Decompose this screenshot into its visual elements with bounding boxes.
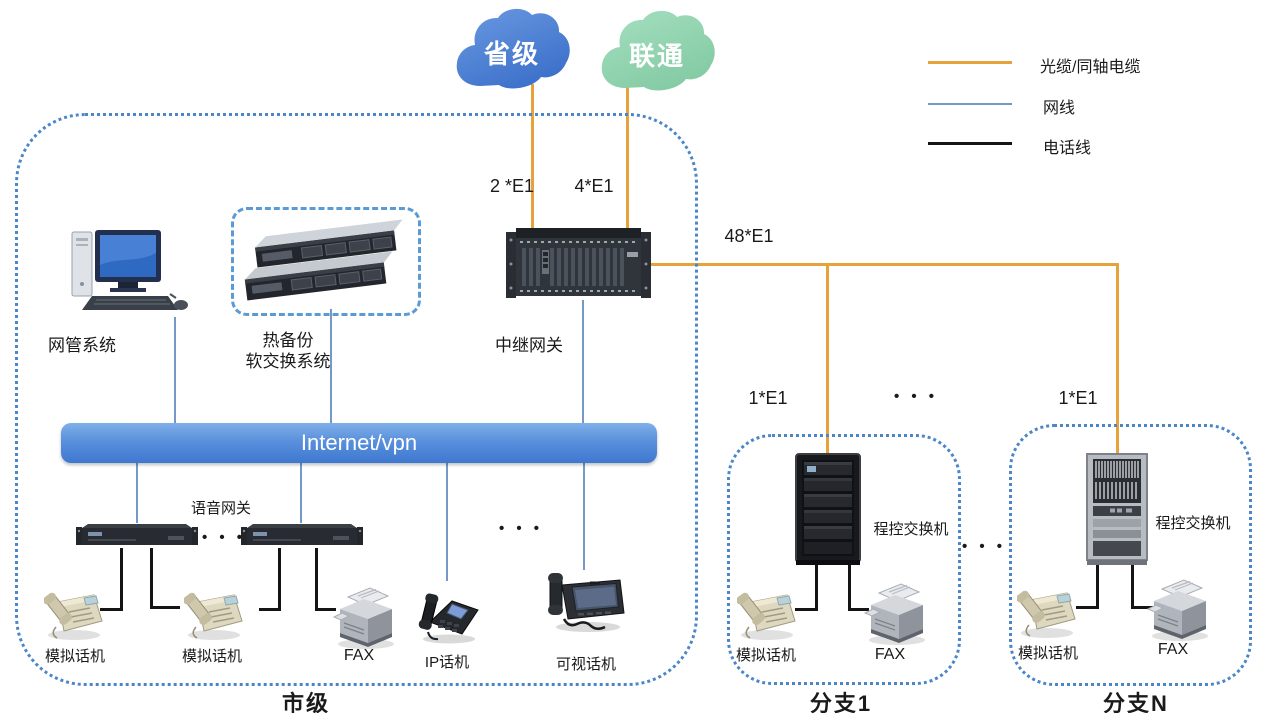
- label-branchN-fax: FAX: [1157, 641, 1189, 658]
- link-bar-to-videophone: [583, 462, 585, 570]
- tel-b1-fax-v: [848, 565, 851, 611]
- trunk-gateway-device: [506, 228, 651, 302]
- tel-vgw2-fax-h: [315, 608, 336, 611]
- tel-bN-fax-h: [1131, 606, 1153, 609]
- branch1-region-box: [727, 434, 961, 685]
- dots-branches-top: • • •: [893, 388, 939, 405]
- label-city-region: 市级: [281, 691, 331, 713]
- label-48e1: 48*E1: [724, 226, 774, 246]
- link-bar-to-vgw1: [136, 462, 138, 523]
- softswitch-servers: [240, 219, 412, 305]
- fax-machine-city: [328, 583, 398, 650]
- hot-backup-box: [231, 207, 421, 316]
- label-analog-phone-2: 模拟话机: [181, 648, 243, 665]
- link-nms-to-bar: [174, 317, 176, 424]
- analog-phone-1: [44, 585, 108, 642]
- internet-vpn-bar: Internet/vpn: [61, 423, 657, 463]
- tel-bN-phone-h: [1076, 606, 1099, 609]
- link-48e1-horizontal: [648, 263, 1119, 266]
- label-voice-gateway: 语音网关: [190, 500, 252, 517]
- label-analog-phone-1: 模拟话机: [44, 648, 106, 665]
- label-4e1: 4*E1: [574, 176, 614, 196]
- label-branch1-phone: 模拟话机: [735, 647, 797, 664]
- label-ip-phone: IP话机: [424, 654, 470, 671]
- ip-phone: [416, 586, 482, 645]
- dots-branches-mid: • • •: [961, 538, 1007, 555]
- label-2e1: 2 *E1: [489, 176, 535, 196]
- label-nms: 网管系统: [48, 336, 116, 355]
- dots-city-phones: • • •: [498, 520, 544, 537]
- tel-vgw2-phone2-h: [259, 608, 281, 611]
- tel-vgw1-phone2-v: [150, 548, 153, 609]
- branchN-region-box: [1009, 424, 1252, 686]
- branchN-analog-phone: [1017, 583, 1081, 640]
- tel-bN-fax-v: [1131, 565, 1134, 609]
- link-provincial-to-trunk: [531, 84, 534, 232]
- cloud-unicom-shape: [601, 10, 715, 91]
- branch1-analog-phone: [737, 585, 801, 642]
- label-branch1-fax: FAX: [874, 646, 906, 663]
- branchN-pbx-rack: [1086, 452, 1149, 567]
- tel-vgw2-phone2-v: [278, 548, 281, 611]
- branch1-fax-machine: [859, 579, 929, 646]
- legend-line-optical: [928, 61, 1012, 64]
- link-trunk-to-bar: [582, 300, 584, 424]
- analog-phone-2: [184, 585, 248, 642]
- label-trunk-gateway: 中继网关: [495, 336, 563, 355]
- label-branch1-1e1: 1*E1: [748, 388, 788, 408]
- label-video-phone: 可视话机: [555, 656, 617, 673]
- legend-label-ethernet: 网线: [1043, 100, 1076, 117]
- label-fax-city: FAX: [343, 647, 375, 664]
- label-branch1-region: 分支1: [809, 691, 873, 713]
- label-hot-backup-line1: 热备份: [262, 331, 314, 350]
- legend-label-telephone: 电话线: [1043, 140, 1092, 157]
- tel-vgw1-phone1-v: [120, 548, 123, 611]
- label-branch1-switch: 程控交换机: [873, 521, 949, 538]
- link-bar-to-ipphone: [446, 462, 448, 581]
- city-region-box: [15, 113, 698, 686]
- label-hot-backup: 热备份 软交换系统: [246, 330, 331, 372]
- tel-bN-phone-v: [1096, 565, 1099, 609]
- dots-voice-gateways: • • •: [201, 529, 247, 546]
- label-branchN-phone: 模拟话机: [1017, 645, 1079, 662]
- legend-line-telephone: [928, 142, 1012, 145]
- nms-computer: [64, 226, 190, 322]
- link-bar-to-vgw2: [300, 462, 302, 523]
- link-servers-to-bar: [330, 309, 332, 424]
- label-hot-backup-line2: 软交换系统: [245, 352, 331, 371]
- cloud-unicom: 联通: [596, 8, 718, 94]
- branch1-pbx-rack: [795, 452, 862, 567]
- tel-b1-fax-h: [848, 608, 869, 611]
- cloud-provincial-label: 省级: [483, 39, 540, 69]
- link-branchN-drop: [1116, 263, 1119, 455]
- label-branchN-switch: 程控交换机: [1155, 515, 1231, 532]
- tel-b1-phone-h: [795, 608, 818, 611]
- tel-vgw1-phone1-h: [100, 608, 123, 611]
- legend-label-optical: 光缆/同轴电缆: [1040, 59, 1141, 76]
- link-unicom-to-trunk: [626, 86, 629, 232]
- voice-gateway-1: [76, 522, 198, 549]
- cloud-provincial-shape: [456, 8, 570, 89]
- cloud-provincial: 省级: [451, 6, 573, 92]
- label-branchN-region: 分支N: [1103, 691, 1169, 713]
- branchN-fax-machine: [1142, 575, 1212, 642]
- internet-vpn-label: Internet/vpn: [300, 430, 418, 455]
- label-branchN-1e1: 1*E1: [1058, 388, 1098, 408]
- legend-line-ethernet: [928, 103, 1012, 105]
- video-phone: [544, 567, 626, 633]
- link-branch1-drop: [826, 263, 829, 455]
- tel-vgw1-phone2-h: [150, 606, 180, 609]
- voice-gateway-2: [241, 522, 363, 549]
- cloud-unicom-label: 联通: [628, 41, 685, 71]
- tel-vgw2-fax-v: [315, 548, 318, 611]
- tel-b1-phone-v: [815, 565, 818, 611]
